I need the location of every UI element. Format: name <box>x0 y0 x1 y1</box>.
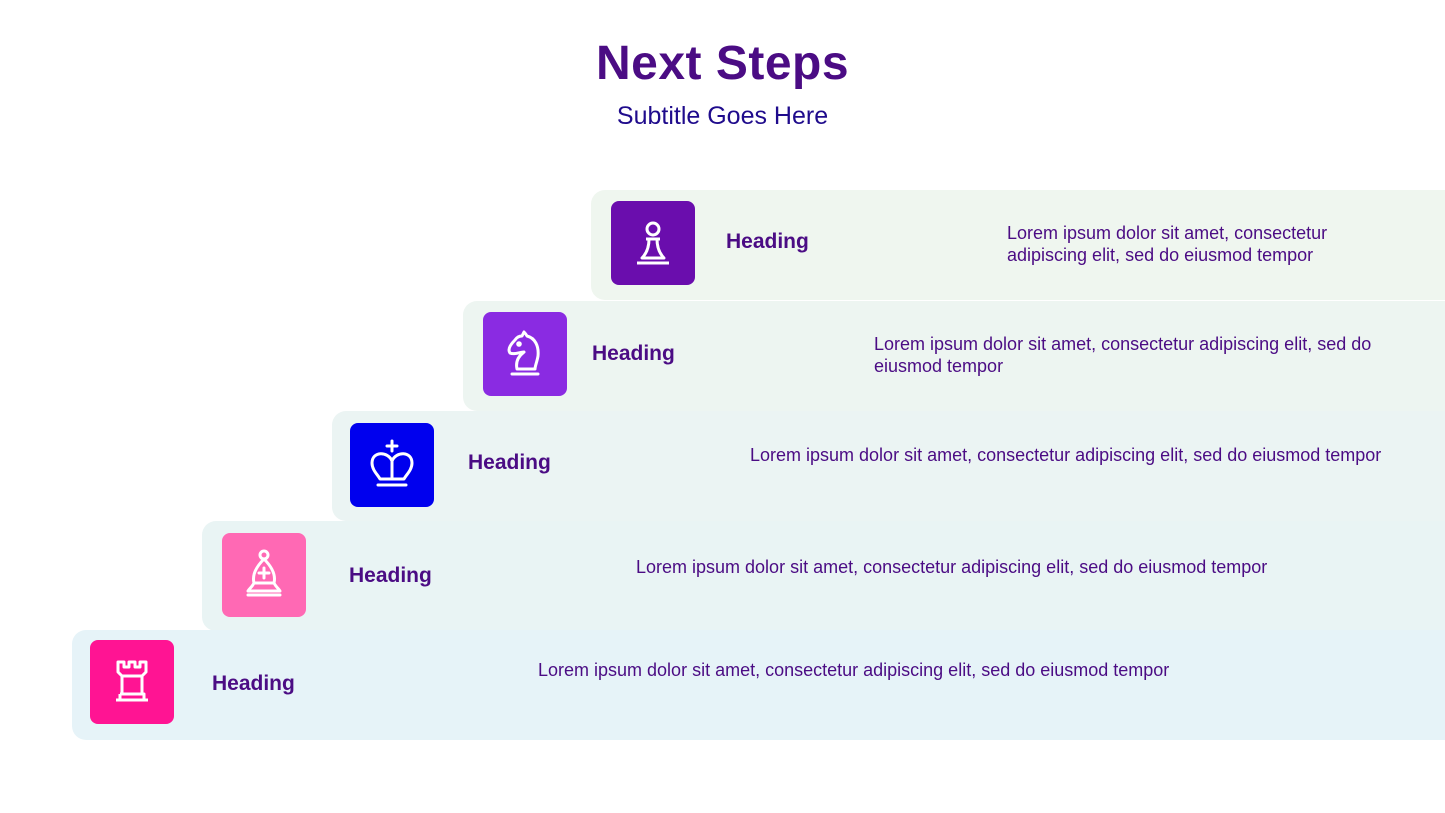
step-1-band: Heading Lorem ipsum dolor sit amet, cons… <box>591 190 1445 300</box>
step-4-band: Heading Lorem ipsum dolor sit amet, cons… <box>202 521 1445 631</box>
step-5-heading: Heading <box>212 672 295 695</box>
step-5-band: Heading Lorem ipsum dolor sit amet, cons… <box>72 630 1445 740</box>
page-subtitle: Subtitle Goes Here <box>616 102 829 130</box>
step-4-description: Lorem ipsum dolor sit amet, consectetur … <box>636 557 1268 577</box>
chess-knight-icon <box>507 330 540 376</box>
chess-king-icon <box>370 439 414 487</box>
step-2-description: Lorem ipsum dolor sit amet, consectetur … <box>874 334 1372 376</box>
chess-bishop-icon <box>246 549 282 597</box>
step-5-icon-box <box>90 640 174 724</box>
step-4-icon-box <box>222 533 306 617</box>
step-2-icon-box <box>483 312 567 396</box>
step-1-description: Lorem ipsum dolor sit amet, consectetur … <box>1007 223 1328 265</box>
step-3-description: Lorem ipsum dolor sit amet, consectetur … <box>750 445 1382 465</box>
step-5-description: Lorem ipsum dolor sit amet, consectetur … <box>538 660 1170 680</box>
chess-pawn-icon <box>637 221 669 265</box>
chess-rook-icon <box>116 660 148 702</box>
page-title: Next Steps <box>595 37 850 90</box>
step-1-icon-box <box>611 201 695 285</box>
step-3-heading: Heading <box>468 451 551 474</box>
step-2-heading: Heading <box>592 342 675 365</box>
step-4-heading: Heading <box>349 564 432 587</box>
step-1-heading: Heading <box>726 230 809 253</box>
step-3-band: Heading Lorem ipsum dolor sit amet, cons… <box>332 411 1445 521</box>
step-2-band: Heading Lorem ipsum dolor sit amet, cons… <box>463 301 1445 411</box>
step-3-icon-box <box>350 423 434 507</box>
